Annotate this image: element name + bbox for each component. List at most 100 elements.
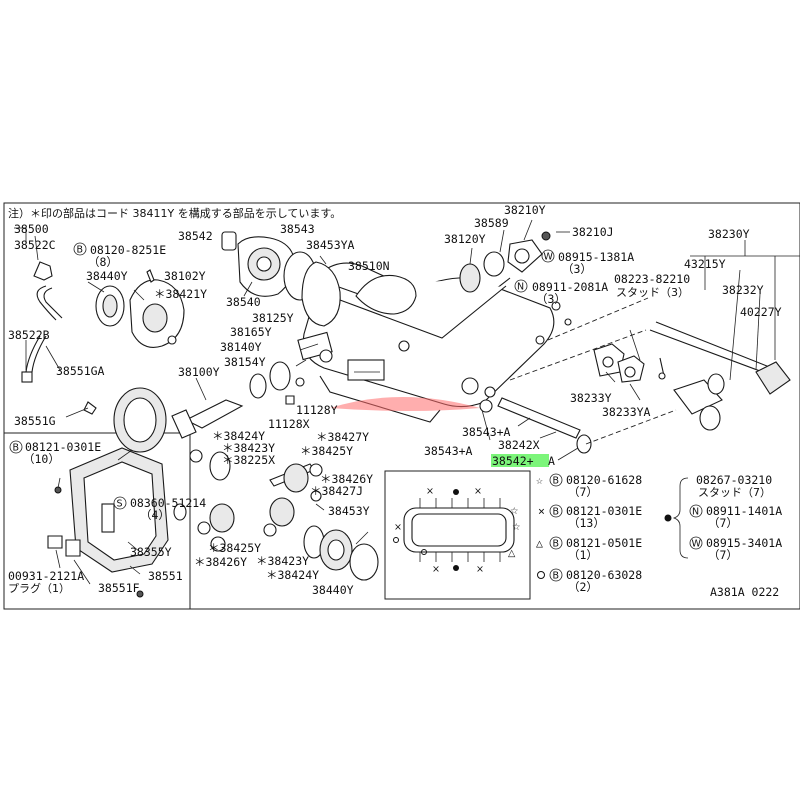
inset-cross-1: × xyxy=(426,486,434,497)
inset-star-2: ☆ xyxy=(512,522,521,533)
symbol-s-1 xyxy=(113,496,127,510)
label-08360-51214: 08360-51214 xyxy=(130,496,206,510)
label-38551: 38551 xyxy=(148,569,183,583)
legend-cross-qty: （13） xyxy=(568,516,605,530)
legend-triangle-b xyxy=(549,536,563,550)
label-38522B: 38522B xyxy=(8,328,50,342)
ring-gear-38100Y xyxy=(113,377,244,453)
label-08915-1381A: 08915-1381A xyxy=(558,250,634,264)
symbol-w-1-text: W xyxy=(544,252,554,263)
bolt-ticks xyxy=(419,498,501,562)
part-labels: 38500 38522C B 08120-8251E （8） 38440Y 38… xyxy=(8,203,782,597)
label-38453Y: 38453Y xyxy=(328,504,370,518)
label-38140Y: 38140Y xyxy=(220,340,262,354)
label-38542A-suffix: A xyxy=(548,454,555,468)
legend-triangle-b-text: B xyxy=(553,539,560,550)
label-38543A-a: 38543+A xyxy=(462,425,511,439)
main-frame xyxy=(3,202,800,610)
legend-w-code: 08915-3401A xyxy=(706,536,782,550)
legend-w-symbol-text: W xyxy=(692,539,702,550)
symbol-b-1 xyxy=(73,242,87,256)
label-38426Y-b: ＊38426Y xyxy=(194,555,247,569)
legend-star-b-text: B xyxy=(553,476,560,487)
rear-cover-38355Y xyxy=(47,447,187,598)
inset-circle-2 xyxy=(421,549,427,555)
label-43215Y: 43215Y xyxy=(684,257,726,271)
legend-star-code: 08120-61628 xyxy=(566,473,642,487)
legend-triangle-code: 08121-0501E xyxy=(566,536,642,550)
label-38100Y: 38100Y xyxy=(178,365,220,379)
label-38542A: 38542+ xyxy=(492,454,534,468)
label-38102Y: 38102Y xyxy=(164,269,206,283)
bearing-tube-38242X xyxy=(461,377,592,461)
watermark-mark xyxy=(330,397,480,411)
label-08120-8251E: 08120-8251E xyxy=(90,243,166,257)
label-38427Y: ＊38427Y xyxy=(316,430,369,444)
inset-triangle: △ xyxy=(508,548,516,559)
legend-stud-sub: スタッド（7） xyxy=(698,486,771,499)
label-38233YA: 38233YA xyxy=(602,405,651,419)
label-08915-1381A-qty: （3） xyxy=(562,262,592,276)
label-08120-8251E-qty: （8） xyxy=(88,255,118,269)
legend-n-qty: （7） xyxy=(708,516,738,530)
label-38154Y: 38154Y xyxy=(224,355,266,369)
label-38355Y: 38355Y xyxy=(130,545,172,559)
label-38242X: 38242X xyxy=(498,438,540,452)
label-08223-82210: 08223-82210 xyxy=(614,272,690,286)
label-11128Y: 11128Y xyxy=(296,403,338,417)
inset-dot-1 xyxy=(453,489,459,495)
bolt-pattern-box xyxy=(384,470,531,600)
label-38540: 38540 xyxy=(226,295,261,309)
legend-cross-code: 08121-0301E xyxy=(566,504,642,518)
label-38542: 38542 xyxy=(178,229,213,243)
label-11128X: 11128X xyxy=(268,417,310,431)
label-00931-2121A: 00931-2121A xyxy=(8,569,84,583)
label-08911-2081A: 08911-2081A xyxy=(532,280,608,294)
inset-star-1: ☆ xyxy=(510,506,519,517)
symbol-b-1-text: B xyxy=(77,245,84,256)
label-38500: 38500 xyxy=(14,222,49,236)
label-38440Y-b: 38440Y xyxy=(312,583,354,597)
legend-dot-symbol xyxy=(664,514,672,522)
differential-case xyxy=(87,269,185,348)
symbol-n-1 xyxy=(514,279,528,293)
legend-n-code: 08911-1401A xyxy=(706,504,782,518)
legend-cross-symbol: × xyxy=(538,504,545,518)
inset-cross-4: × xyxy=(476,564,484,575)
symbol-n-1-text: N xyxy=(517,282,524,293)
label-38423Y-a: ＊38423Y xyxy=(222,441,275,455)
legend-triangle-qty: （1） xyxy=(568,548,598,562)
diagram-code: A381A 0222 xyxy=(710,585,779,599)
inset-cross-5: × xyxy=(394,522,402,533)
symbol-b-2-text: B xyxy=(13,443,20,454)
inset-dot-2 xyxy=(453,565,459,571)
label-38543: 38543 xyxy=(280,222,315,236)
label-08121-0301E: 08121-0301E xyxy=(25,440,101,454)
label-38421Y: ＊38421Y xyxy=(154,287,207,301)
label-38230Y: 38230Y xyxy=(708,227,750,241)
symbol-w-1 xyxy=(541,249,555,263)
legend-cross-b-text: B xyxy=(553,507,560,518)
label-38424Y-a: ＊38424Y xyxy=(212,429,265,443)
legend-triangle-symbol: △ xyxy=(536,536,543,550)
bolt-pattern: × × × × × ☆ ☆ △ xyxy=(393,486,521,575)
label-38210Y: 38210Y xyxy=(504,203,546,217)
inset-circle-1 xyxy=(393,537,399,543)
label-38125Y: 38125Y xyxy=(252,311,294,325)
label-08223-82210-sub: スタッド（3） xyxy=(616,286,689,299)
side-flange-38540 xyxy=(221,231,317,301)
label-38453YA: 38453YA xyxy=(306,238,355,252)
legend-w-symbol xyxy=(689,536,703,550)
legend-stud-code: 08267-03210 xyxy=(696,473,772,487)
label-38440Y-a: 38440Y xyxy=(86,269,128,283)
highlight-38542A xyxy=(491,454,549,467)
legend-circle-b xyxy=(549,568,563,582)
label-08360-51214-qty: （4） xyxy=(140,508,170,522)
label-38522C: 38522C xyxy=(14,238,56,252)
side-bearing-group xyxy=(303,525,379,581)
side-retainers xyxy=(593,329,666,401)
note-text: 注）＊印の部品はコード 38411Y を構成する部品を示しています。 xyxy=(8,206,341,220)
breather-assembly xyxy=(14,227,97,418)
symbol-b-2 xyxy=(9,440,23,454)
